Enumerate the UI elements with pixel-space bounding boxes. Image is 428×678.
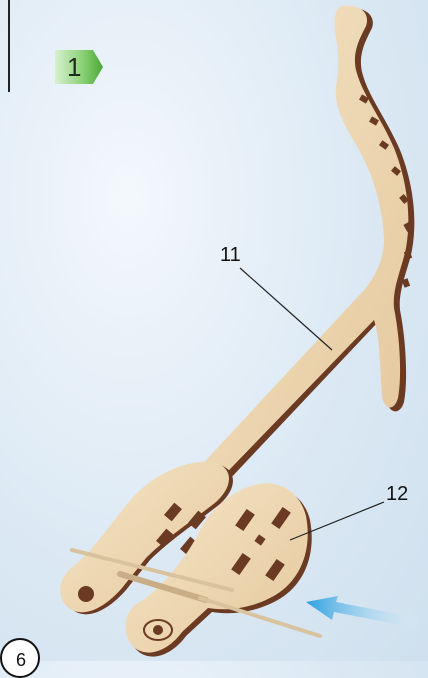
page-corner-marker: 6 bbox=[0, 638, 40, 678]
assembly-page: 1 bbox=[0, 0, 428, 661]
assembly-illustration bbox=[0, 0, 428, 661]
callout-label-wheel: 12 bbox=[386, 483, 408, 506]
lever-part bbox=[182, 5, 414, 500]
callout-label-lever: 11 bbox=[220, 244, 241, 267]
callout-11-leader bbox=[240, 268, 332, 350]
direction-arrow-icon bbox=[306, 596, 418, 628]
